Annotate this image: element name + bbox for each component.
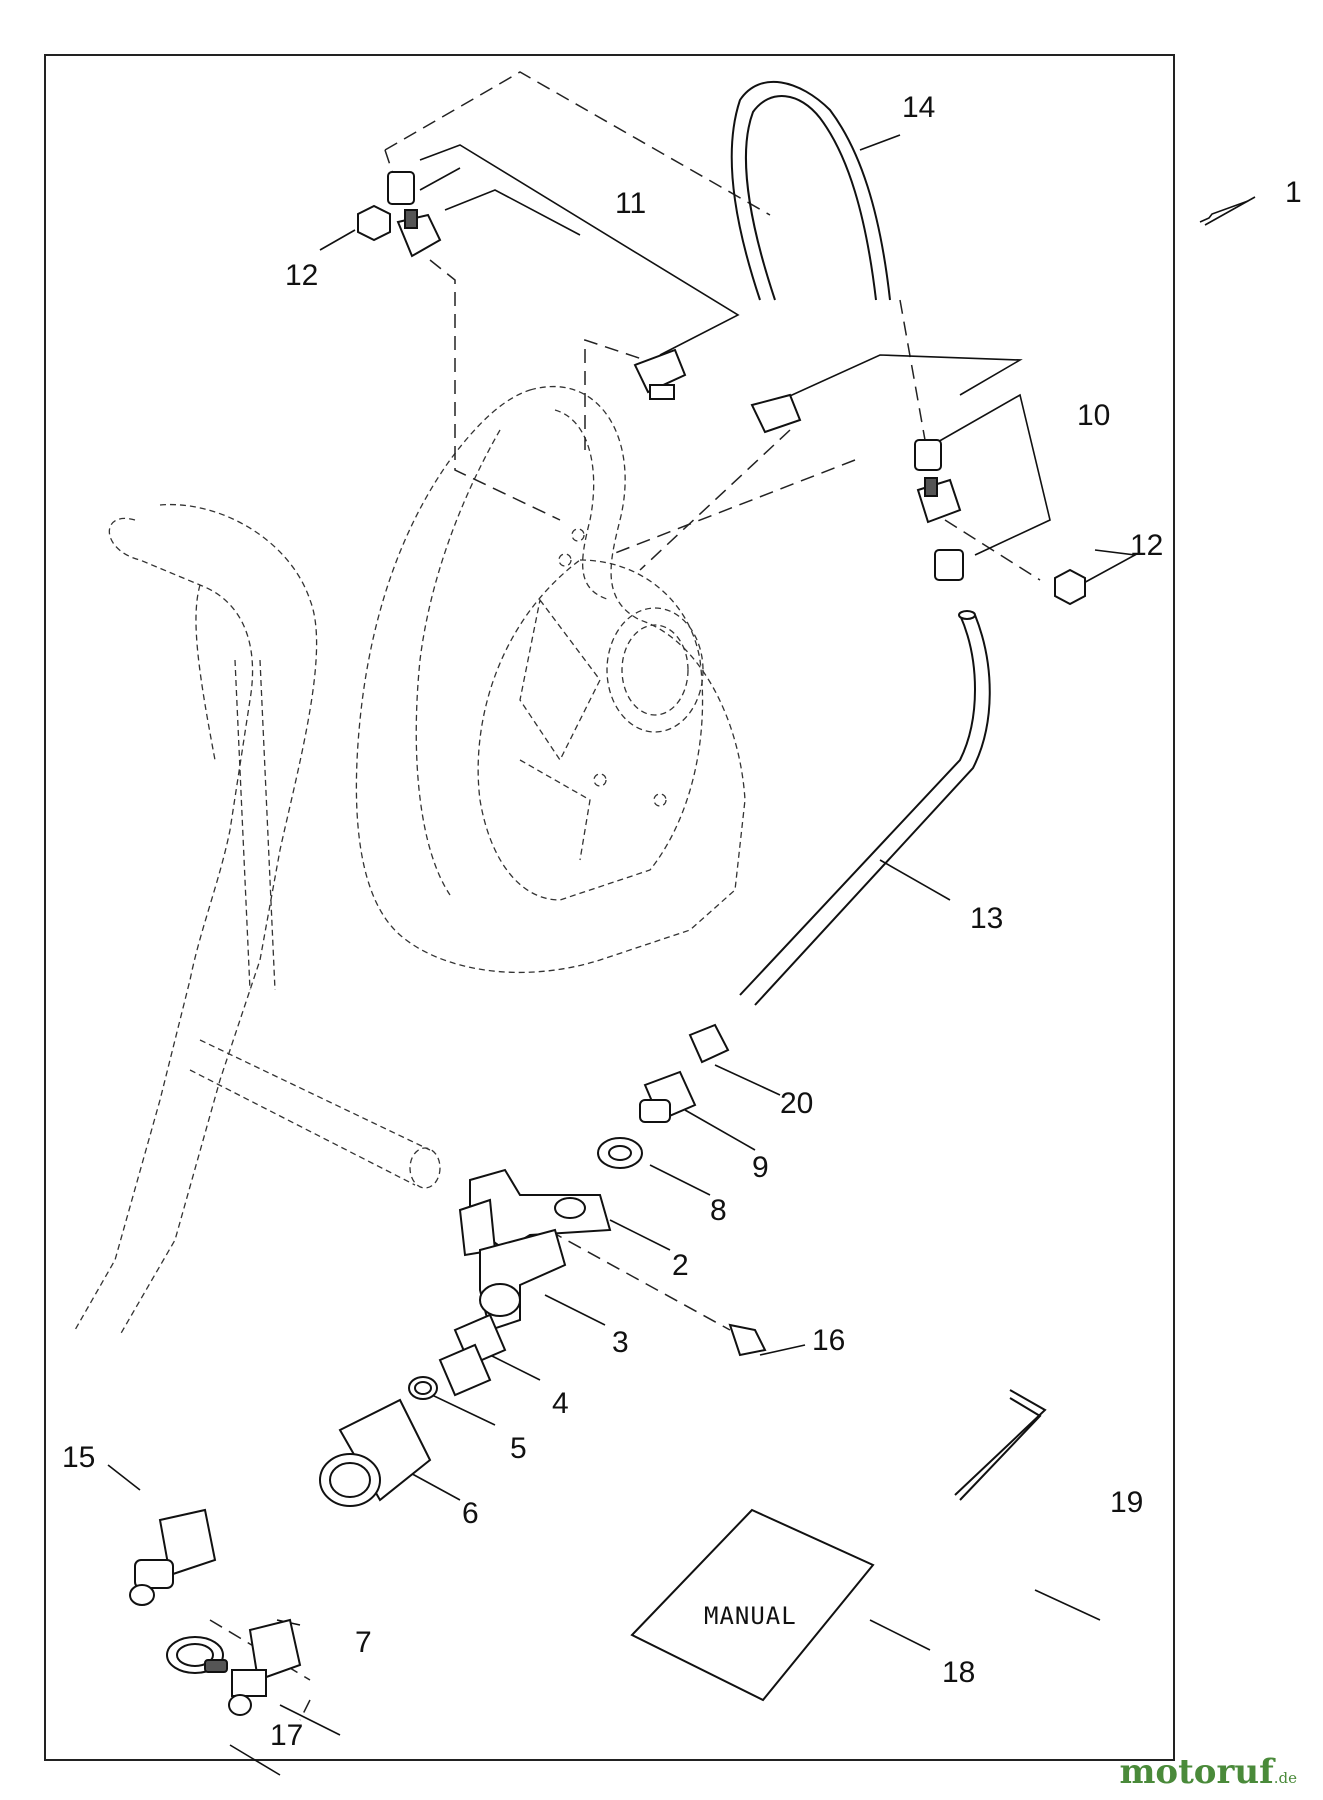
callout-5: 5 bbox=[510, 1432, 527, 1465]
callout-19: 19 bbox=[1110, 1486, 1143, 1519]
watermark-brand: motoruf bbox=[1119, 1752, 1274, 1792]
part-7-hose-barb bbox=[228, 1618, 302, 1716]
part-11-fittings bbox=[387, 171, 687, 400]
part-10-fittings bbox=[750, 393, 964, 581]
part-2-bracket bbox=[458, 1168, 612, 1257]
callout-4: 4 bbox=[552, 1387, 569, 1420]
callout-8: 8 bbox=[710, 1194, 727, 1227]
part-12-nut-right bbox=[1054, 568, 1086, 606]
part-6-coupler bbox=[319, 1398, 432, 1507]
part-3-valve-body bbox=[479, 1228, 567, 1332]
callout-16: 16 bbox=[812, 1324, 845, 1357]
handle-frame-phantom bbox=[74, 503, 441, 1336]
assembly-lines bbox=[209, 71, 1041, 1721]
part-4-nipple bbox=[438, 1313, 507, 1397]
part-12-nut-left bbox=[357, 204, 391, 242]
callout-17: 17 bbox=[270, 1719, 303, 1752]
callout-2: 2 bbox=[672, 1249, 689, 1282]
watermark-logo: motoruf.de bbox=[1119, 1752, 1297, 1792]
part-18-manual bbox=[630, 1508, 875, 1702]
callout-9: 9 bbox=[752, 1151, 769, 1184]
part-14-u-tube bbox=[730, 81, 891, 301]
part-17-hose-clamp bbox=[166, 1636, 228, 1674]
callout-12-left: 12 bbox=[285, 259, 318, 292]
callout-15: 15 bbox=[62, 1441, 95, 1474]
callout-numbers: 1 2 3 4 5 6 7 8 9 10 11 12 12 13 14 15 1… bbox=[62, 91, 1302, 1752]
callout-3: 3 bbox=[612, 1326, 629, 1359]
manual-label: MANUAL bbox=[704, 1602, 797, 1630]
callout-10: 10 bbox=[1077, 399, 1110, 432]
diagram-frame bbox=[44, 54, 1175, 1761]
callout-6: 6 bbox=[462, 1497, 479, 1530]
part-15-hose-barb bbox=[129, 1508, 217, 1606]
part-19-hex-key bbox=[954, 1389, 1047, 1501]
callout-12-right: 12 bbox=[1130, 529, 1163, 562]
housing-phantom bbox=[355, 385, 746, 974]
part-13-tube bbox=[739, 610, 991, 1006]
callout-11: 11 bbox=[615, 187, 646, 220]
watermark-suffix: .de bbox=[1273, 1769, 1297, 1787]
part-5-o-ring bbox=[408, 1376, 438, 1400]
callout-20: 20 bbox=[780, 1087, 813, 1120]
callout-1: 1 bbox=[1285, 176, 1302, 209]
part-8-washer bbox=[597, 1137, 643, 1169]
part-16-screw bbox=[728, 1323, 767, 1357]
callout-14: 14 bbox=[902, 91, 935, 124]
part-9-plug bbox=[639, 1070, 697, 1123]
leader-lines bbox=[107, 134, 1256, 1776]
callout-18: 18 bbox=[942, 1656, 975, 1689]
part-20-fitting bbox=[688, 1023, 730, 1064]
callout-13: 13 bbox=[970, 902, 1003, 935]
callout-7: 7 bbox=[355, 1626, 372, 1659]
